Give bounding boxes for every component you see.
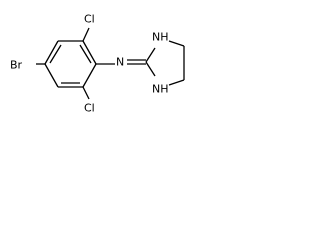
imine-nitrogen-label: N — [116, 56, 124, 69]
bond-n1-c5 — [168, 40, 185, 47]
structure-svg: Br Cl Cl N NH NH — [10, 13, 185, 115]
imidazoline-ring — [145, 40, 185, 86]
chlorine-bottom-label: Cl — [84, 102, 95, 115]
bromine-label: Br — [10, 59, 23, 72]
bond-c2-cl — [82, 27, 90, 42]
bond-c2ring-n1 — [145, 47, 156, 63]
double-bond-c1-c2 — [79, 44, 92, 64]
double-bond-c3-c4 — [49, 44, 62, 64]
bond-c4-c5 — [44, 63, 59, 88]
bond-c3-c4 — [44, 40, 59, 65]
structure-canvas: Br Cl Cl N NH NH — [0, 0, 215, 127]
bond-c6-cl — [82, 86, 90, 100]
chlorine-top-label: Cl — [84, 13, 95, 26]
bond-c1-c2 — [82, 40, 97, 65]
ring-nh-bottom-label: NH — [152, 83, 169, 96]
ring-nh-top-label: NH — [152, 31, 169, 44]
bond-c4-n3 — [168, 79, 185, 86]
bond-c2ring-n3 — [145, 61, 156, 77]
bond-c6-c1 — [82, 63, 97, 88]
benzene-ring — [44, 40, 97, 88]
